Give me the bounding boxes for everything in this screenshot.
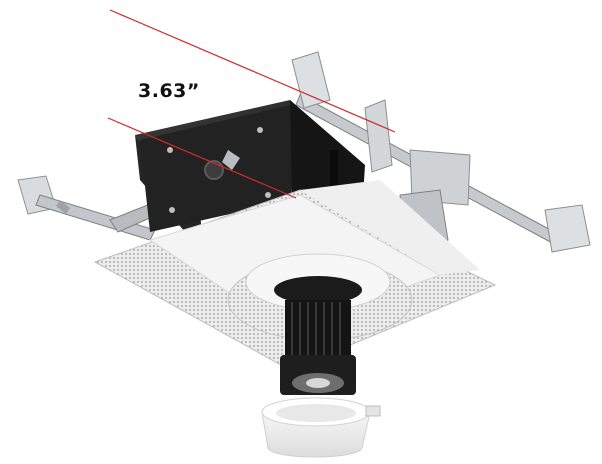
round-trim (261, 397, 381, 458)
dimension-line-bottom (107, 117, 297, 199)
dimension-label: 3.63” (138, 80, 200, 102)
dimension-line-top (109, 9, 396, 133)
light-engine-heatsink (280, 300, 356, 395)
dimension-lines (107, 9, 396, 199)
junction-housing (135, 100, 365, 255)
